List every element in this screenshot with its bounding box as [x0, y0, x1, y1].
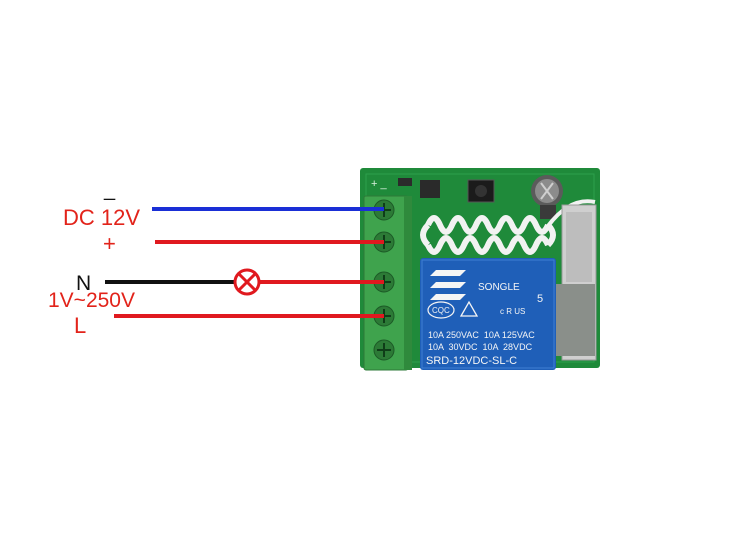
receiver-module	[555, 204, 597, 361]
relay-brand: SONGLE	[478, 282, 520, 293]
ac-range-label: 1V~250V	[48, 289, 135, 312]
smd-chip	[420, 180, 440, 198]
songle-logo	[430, 270, 466, 300]
dc-plus-label: +	[103, 231, 116, 256]
relay-model: SRD-12VDC-SL-C	[426, 355, 517, 367]
lamp-icon	[233, 268, 261, 296]
relay: SONGLE CQC c R US 5 10A 250VAC 10A 125VA…	[420, 258, 556, 370]
ul-mark: c R US	[500, 307, 525, 316]
pcb-silk-polarity: + _	[371, 178, 387, 190]
screw-5	[373, 339, 395, 361]
ul-number: 5	[537, 293, 543, 305]
dc-minus-label: _	[103, 179, 116, 201]
cqc-mark: CQC	[427, 301, 455, 319]
cqc-label: CQC	[432, 306, 450, 315]
relay-rating-row2: 10A 30VDC 10A 28VDC	[428, 342, 533, 352]
smd-component	[398, 178, 412, 186]
ac-live-label: L	[74, 313, 86, 338]
warning-triangle-icon	[459, 300, 479, 317]
dc-voltage-label: DC 12V	[63, 205, 140, 230]
capacitor	[531, 175, 563, 219]
push-button-cap	[475, 185, 487, 197]
relay-rating-row1: 10A 250VAC 10A 125VAC	[428, 330, 535, 340]
ac-neutral-label: N	[76, 272, 91, 295]
